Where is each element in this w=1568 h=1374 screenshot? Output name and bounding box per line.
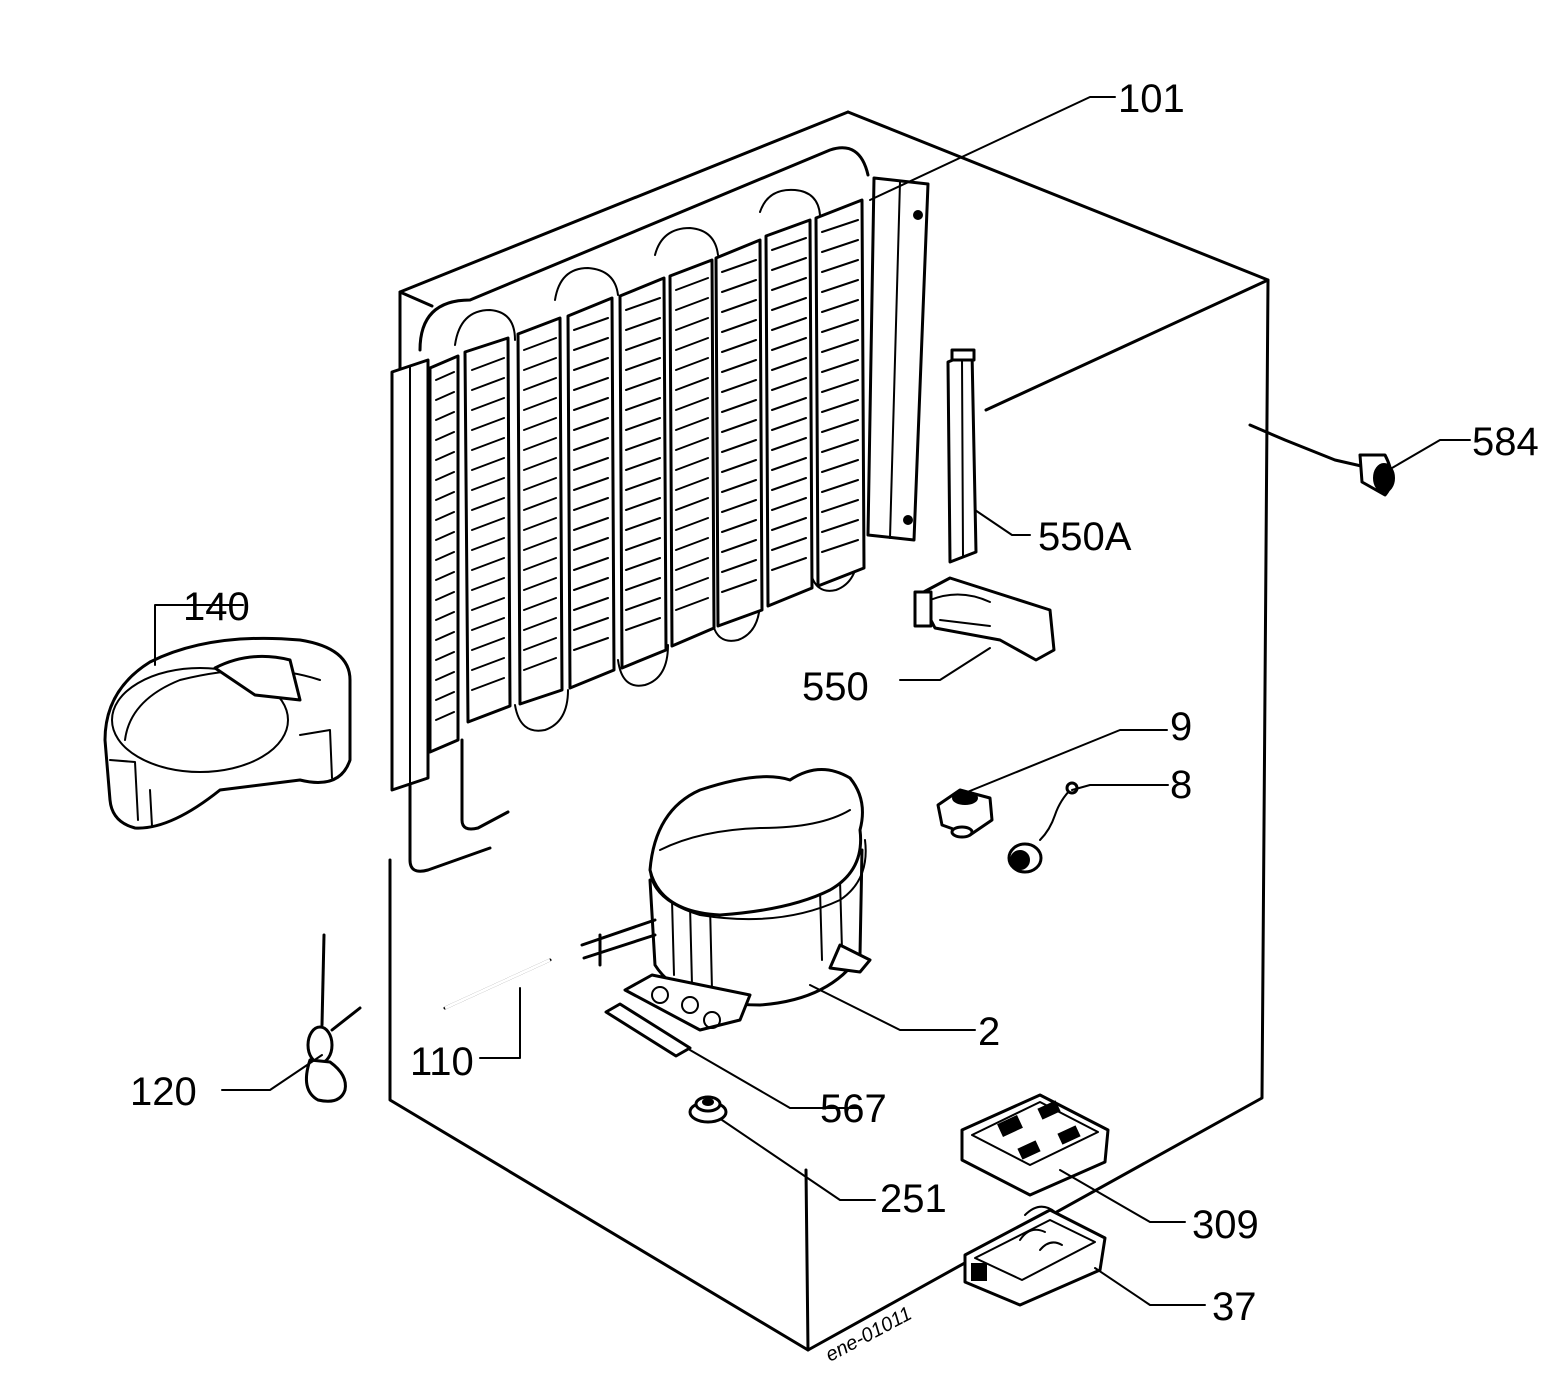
- label-251: 251: [880, 1177, 947, 1221]
- suction-tube: [443, 958, 552, 1010]
- label-9: 9: [1170, 705, 1192, 749]
- start-relay-part: [936, 788, 994, 839]
- mounting-bracket: [604, 1002, 692, 1058]
- label-101: 101: [1118, 77, 1185, 121]
- label-37: 37: [1212, 1285, 1257, 1329]
- filter-drier-clip: [946, 348, 978, 564]
- thermal-protector: [1007, 781, 1079, 874]
- label-2: 2: [978, 1010, 1000, 1054]
- label-584: 584: [1472, 420, 1539, 464]
- compressor: [580, 768, 872, 1032]
- relay-cover: [960, 1093, 1110, 1197]
- label-567: 567: [820, 1087, 887, 1131]
- condenser-fins: [428, 198, 866, 754]
- label-8: 8: [1170, 763, 1192, 807]
- service-valve: [304, 933, 362, 1103]
- rubber-grommet: [688, 1095, 728, 1124]
- label-120: 120: [130, 1070, 197, 1114]
- filter-drier: [913, 576, 1056, 662]
- relay-box: [963, 1205, 1107, 1307]
- label-110: 110: [410, 1040, 474, 1084]
- label-550a: 550A: [1038, 515, 1132, 559]
- label-550: 550: [802, 665, 869, 709]
- condenser: [390, 146, 930, 873]
- label-140: 140: [183, 585, 250, 629]
- drip-tray: [103, 636, 352, 830]
- leader-lines: [154, 96, 1471, 1306]
- thermostat-probe: [1248, 423, 1395, 497]
- label-309: 309: [1192, 1203, 1259, 1247]
